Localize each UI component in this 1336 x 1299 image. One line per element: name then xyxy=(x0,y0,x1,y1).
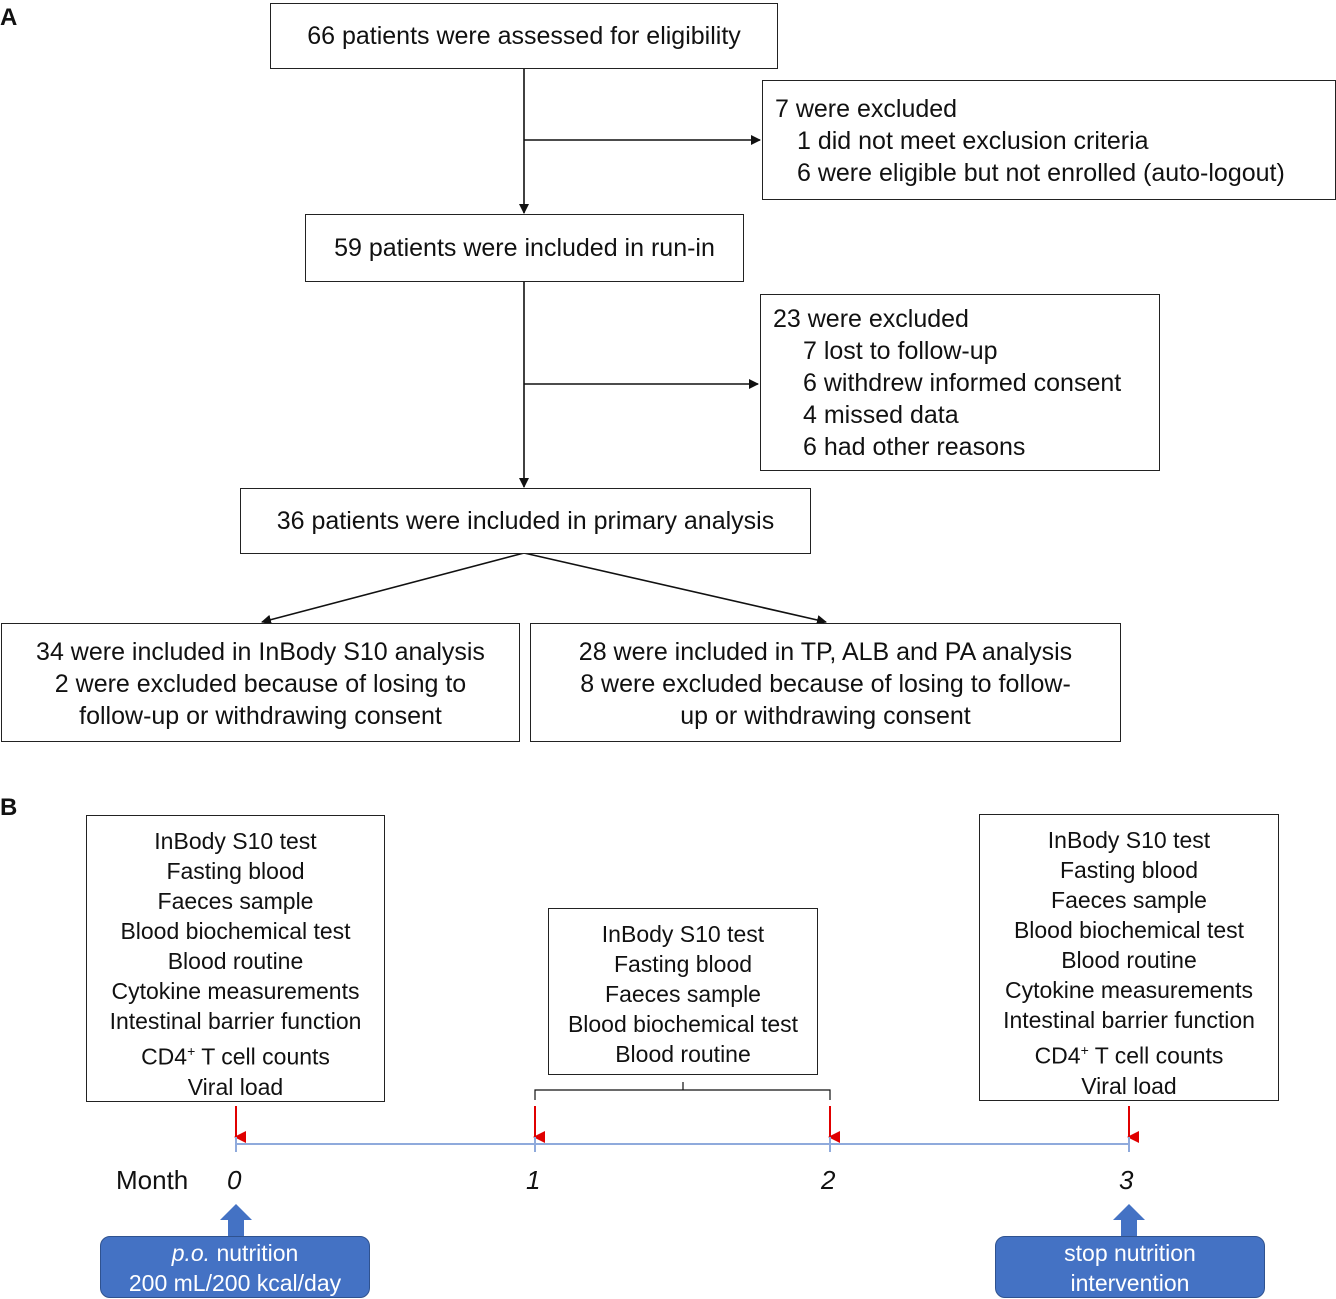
test-item: Cytokine measurements xyxy=(111,978,360,1004)
test-item: Blood biochemical test xyxy=(1013,917,1245,943)
test-item-cd4: CD4+ T cell counts xyxy=(141,1043,330,1070)
test-item: Intestinal barrier function xyxy=(109,1008,362,1034)
excluded2-title: 23 were excluded xyxy=(773,305,969,333)
runin-text: 59 patients were included in run-in xyxy=(334,234,715,262)
inbody-box: 34 were included in InBody S10 analysis … xyxy=(1,623,520,742)
month0-tests-box: InBody S10 test Fasting blood Faeces sam… xyxy=(86,815,385,1102)
test-item: Blood routine xyxy=(167,948,304,974)
excluded1-item: 1 did not meet exclusion criteria xyxy=(797,127,1149,155)
runin-box: 59 patients were included in run-in xyxy=(305,214,744,282)
inbody-line: 2 were excluded because of losing to xyxy=(54,670,467,698)
test-item: Viral load xyxy=(1081,1072,1177,1099)
bracket-months-1-2 xyxy=(534,1082,831,1100)
test-item: Blood routine xyxy=(615,1041,751,1067)
inbody-line: 34 were included in InBody S10 analysis xyxy=(36,638,485,666)
test-item: Blood routine xyxy=(1061,947,1197,973)
test-item: Intestinal barrier function xyxy=(1003,1007,1255,1033)
tick-label-0: 0 xyxy=(227,1165,242,1195)
excluded1-box: 7 were excluded 1 did not meet exclusion… xyxy=(762,80,1336,200)
po-text: p.o. xyxy=(171,1240,211,1266)
test-item: Viral load xyxy=(187,1073,284,1100)
excluded1-item: 6 were eligible but not enrolled (auto-l… xyxy=(797,159,1285,187)
stop-line: intervention xyxy=(1070,1270,1190,1296)
arrow-primary-to-tp xyxy=(523,552,827,625)
excluded2-box: 23 were excluded 7 lost to follow-up 6 w… xyxy=(760,294,1160,471)
nutrition-text: nutrition xyxy=(210,1240,299,1266)
dose-text: 200 mL/200 kcal/day xyxy=(128,1270,342,1296)
excluded2-item: 6 withdrew informed consent xyxy=(803,369,1122,397)
test-item: Fasting blood xyxy=(613,951,753,977)
primary-box: 36 patients were included in primary ana… xyxy=(240,488,811,554)
excluded1-title: 7 were excluded xyxy=(775,95,958,123)
test-item: Fasting blood xyxy=(1059,857,1199,883)
panel-label-a: A xyxy=(0,4,18,31)
excluded2-item: 7 lost to follow-up xyxy=(803,337,998,365)
test-item: Faeces sample xyxy=(157,888,314,914)
tp-line: 28 were included in TP, ALB and PA analy… xyxy=(578,638,1073,666)
stop-line: stop nutrition xyxy=(1064,1240,1196,1266)
month3-tests-box: InBody S10 test Fasting blood Faeces sam… xyxy=(979,814,1279,1101)
test-item: Cytokine measurements xyxy=(1005,977,1253,1003)
tp-line: 8 were excluded because of losing to fol… xyxy=(580,670,1071,698)
excluded2-item: 6 had other reasons xyxy=(803,433,1026,461)
inbody-line: follow-up or withdrawing consent xyxy=(79,702,442,730)
test-item: Faeces sample xyxy=(1051,887,1207,913)
panel-label-b: B xyxy=(0,794,18,821)
assessed-text: 66 patients were assessed for eligibilit… xyxy=(307,22,741,50)
tick-label-1: 1 xyxy=(526,1165,541,1195)
test-item: InBody S10 test xyxy=(154,828,317,854)
mid-tests-box: InBody S10 test Fasting blood Faeces sam… xyxy=(548,908,818,1075)
test-item: Blood biochemical test xyxy=(567,1011,799,1037)
stop-nutrition-box: stop nutrition intervention xyxy=(995,1236,1265,1298)
test-item: Faeces sample xyxy=(605,981,761,1007)
test-item: InBody S10 test xyxy=(1047,827,1211,853)
assessed-box: 66 patients were assessed for eligibilit… xyxy=(270,3,778,69)
arrow-primary-to-inbody xyxy=(261,552,525,625)
month-label: Month xyxy=(116,1165,189,1195)
tick-label-2: 2 xyxy=(821,1165,836,1195)
tp-box: 28 were included in TP, ALB and PA analy… xyxy=(530,623,1121,742)
tp-line: up or withdrawing consent xyxy=(680,702,971,730)
primary-text: 36 patients were included in primary ana… xyxy=(276,507,775,535)
test-item-cd4: CD4+ T cell counts xyxy=(1034,1042,1224,1069)
test-item: InBody S10 test xyxy=(601,921,765,947)
blue-arrow-stop xyxy=(1113,1204,1145,1236)
start-nutrition-box: p.o. nutrition 200 mL/200 kcal/day xyxy=(100,1236,370,1298)
blue-arrow-start xyxy=(220,1204,252,1236)
test-item: Blood biochemical test xyxy=(120,918,351,944)
excluded2-item: 4 missed data xyxy=(803,401,959,429)
tick-label-3: 3 xyxy=(1119,1165,1134,1195)
test-item: Fasting blood xyxy=(166,858,305,884)
